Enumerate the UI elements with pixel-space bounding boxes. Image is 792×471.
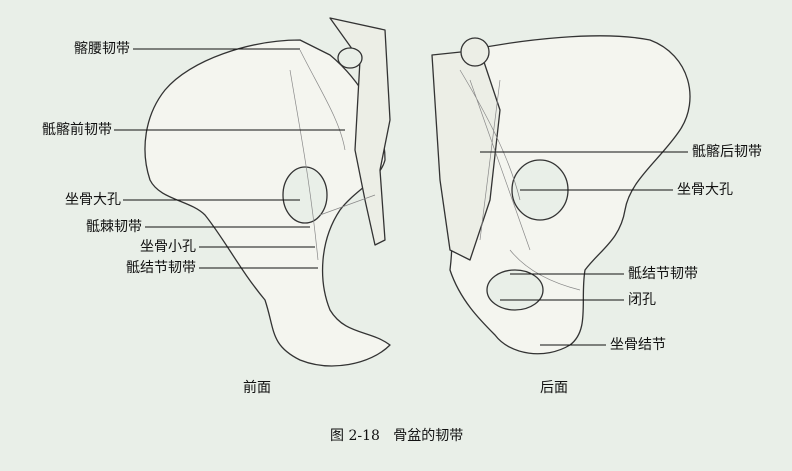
figure-title: 骨盆的韧带 xyxy=(393,428,464,444)
label-ischial-tuberosity: 坐骨结节 xyxy=(610,337,666,353)
label-sacrospinous-ligament: 骶棘韧带 xyxy=(86,219,142,235)
anterior-greater-sciatic-foramen xyxy=(282,166,328,224)
label-obturator-foramen: 闭孔 xyxy=(628,292,656,308)
obturator-foramen xyxy=(486,269,544,311)
label-iliolumbar-ligament: 髂腰韧带 xyxy=(74,41,130,57)
label-greater-sciatic-foramen-posterior: 坐骨大孔 xyxy=(677,182,733,198)
label-lesser-sciatic-foramen: 坐骨小孔 xyxy=(140,239,196,255)
anterior-sacrum xyxy=(329,17,391,246)
label-sacrotuberous-ligament-posterior: 骶结节韧带 xyxy=(628,266,698,282)
posterior-view-label: 后面 xyxy=(540,380,568,396)
label-sacrotuberous-ligament-anterior: 骶结节韧带 xyxy=(126,260,196,276)
figure-caption: 图 2-18 骨盆的韧带 xyxy=(330,425,463,445)
label-greater-sciatic-foramen-anterior: 坐骨大孔 xyxy=(65,192,121,208)
label-anterior-sacroiliac-ligament: 骶髂前韧带 xyxy=(42,122,112,138)
anterior-view-label: 前面 xyxy=(243,380,271,396)
label-posterior-sacroiliac-ligament: 骶髂后韧带 xyxy=(692,144,762,160)
figure-number: 图 2-18 xyxy=(330,428,380,444)
